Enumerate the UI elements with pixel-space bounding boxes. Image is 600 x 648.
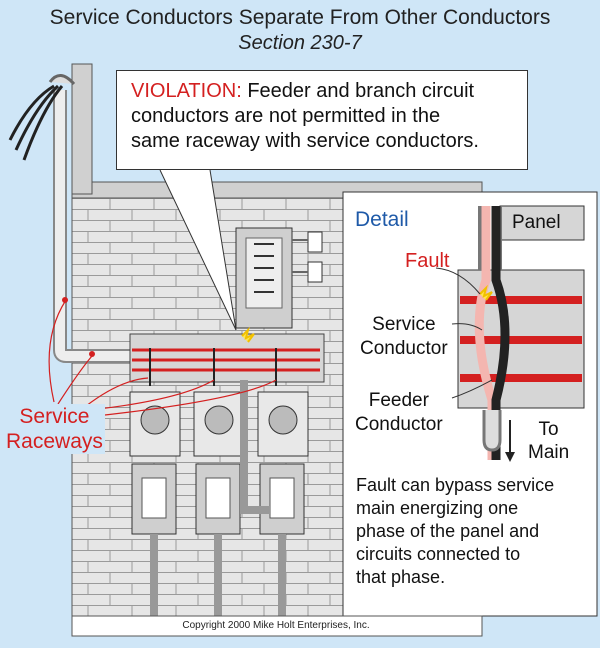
weatherhead bbox=[48, 74, 76, 86]
violation-text-3: same raceway with service conductors. bbox=[131, 130, 479, 152]
service-conductor-label: Service Conductor bbox=[360, 314, 448, 359]
copyright-notice: Copyright 2000 Mike Holt Enterprises, In… bbox=[182, 620, 370, 631]
detail-panel-box bbox=[499, 205, 585, 241]
wireway-gutter bbox=[129, 333, 325, 383]
service-drop-wires bbox=[8, 84, 64, 161]
disconnects bbox=[131, 463, 305, 535]
service-raceways-label: Service Raceways bbox=[4, 404, 105, 454]
service-conductor-wire bbox=[474, 206, 497, 460]
fault-label: Fault bbox=[405, 250, 450, 272]
detail-panel-label: Panel bbox=[512, 212, 561, 233]
wall-left-column bbox=[71, 63, 93, 195]
violation-prefix: VIOLATION: bbox=[131, 80, 242, 102]
section-reference: Section 230-7 bbox=[238, 32, 362, 54]
detail-title: Detail bbox=[355, 208, 409, 231]
fault-description: Fault can bypass service main energizing… bbox=[356, 475, 555, 587]
violation-text-1: Feeder and branch circuit bbox=[241, 80, 475, 102]
diagram-title: Service Conductors Separate From Other C… bbox=[49, 6, 551, 29]
feeder-conductor-wire bbox=[491, 206, 510, 460]
to-main-label: To Main bbox=[528, 419, 570, 463]
violation-callout: VIOLATION: Feeder and branch circuit con… bbox=[116, 70, 528, 170]
fault-spark bbox=[241, 326, 255, 343]
violation-text-2: conductors are not permitted in the bbox=[131, 105, 441, 127]
feeder-conductor-label: Feeder Conductor bbox=[355, 390, 443, 435]
